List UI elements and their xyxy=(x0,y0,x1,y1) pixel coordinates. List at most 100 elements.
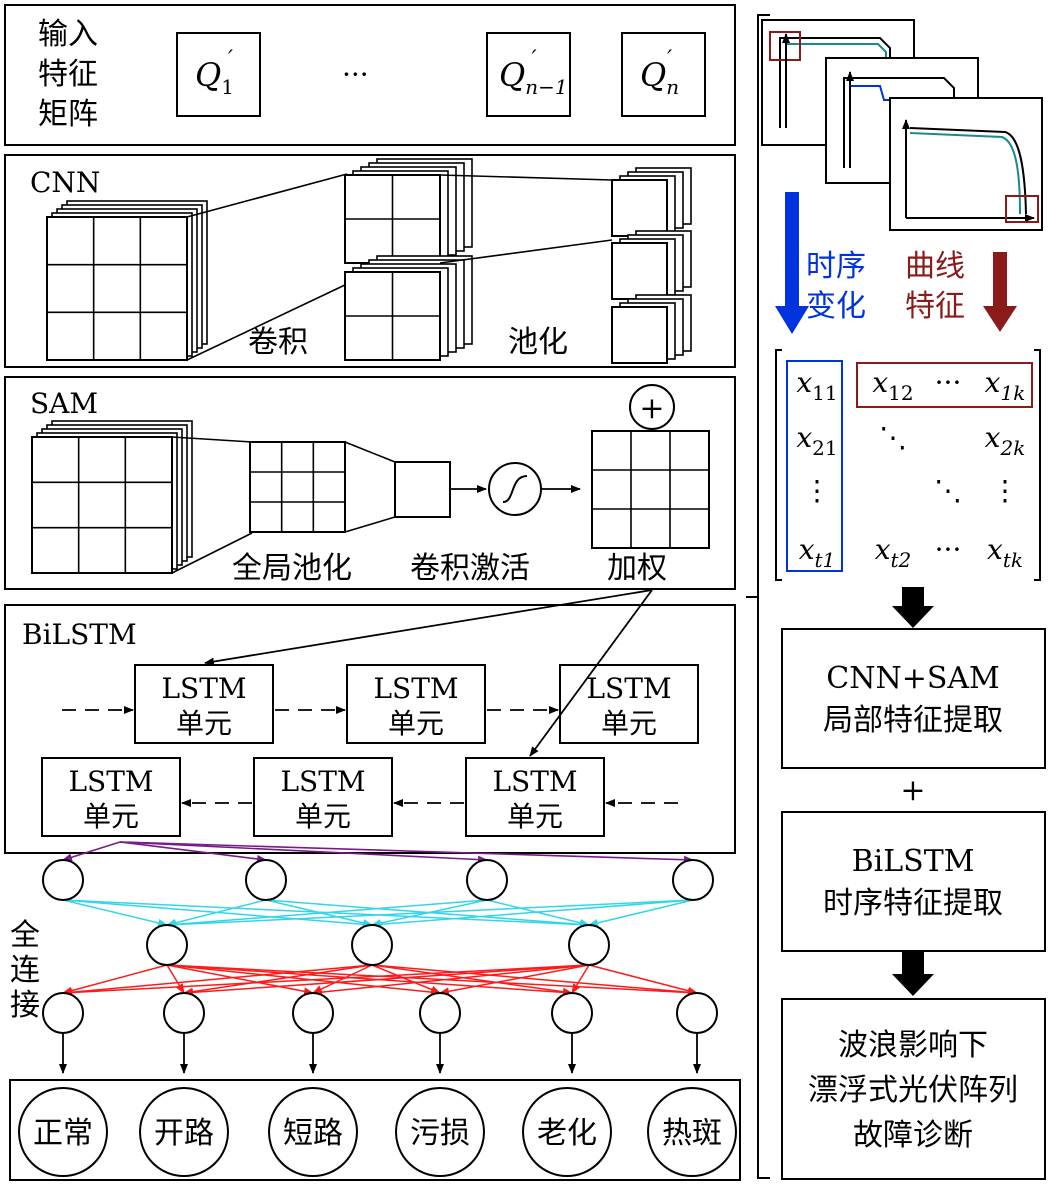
bilstm-title: BiLSTM xyxy=(22,618,137,651)
fc-node xyxy=(551,992,593,1034)
fc-layers: 全 连 接 xyxy=(10,841,718,1074)
fc-label-3: 接 xyxy=(10,988,40,1023)
fc-edges xyxy=(59,841,701,1074)
fc-label-1: 全 xyxy=(10,918,40,953)
lstm-cell-line1: LSTM xyxy=(280,765,365,798)
output-class: 正常 xyxy=(18,1087,108,1177)
box2-line1: BiLSTM xyxy=(852,844,975,879)
box1-line1: CNN+SAM xyxy=(826,661,1000,696)
matrix-cell: x11 xyxy=(796,366,837,405)
right-brace xyxy=(757,14,770,1179)
output-class: 短路 xyxy=(268,1087,358,1177)
fc-node xyxy=(419,992,461,1034)
input-label-line1: 输入 xyxy=(38,17,98,52)
matrix-qn-1: Qn−1′ xyxy=(499,47,568,99)
output-class: 开路 xyxy=(139,1087,229,1177)
matrix-cell: x12 xyxy=(872,366,913,405)
blue-label-2: 变化 xyxy=(806,289,866,324)
lstm-cell-line1: LSTM xyxy=(586,672,671,705)
box-bilstm xyxy=(781,811,1046,952)
plus-between-boxes: + xyxy=(900,773,925,808)
box2-line2: 时序特征提取 xyxy=(823,886,1003,921)
fc-node xyxy=(42,992,84,1034)
input-label-line3: 矩阵 xyxy=(38,97,98,132)
matrix-cell: ⋱ xyxy=(879,421,907,454)
matrix-cell: x2k xyxy=(985,421,1026,460)
output-class-label: 短路 xyxy=(283,1116,343,1151)
matrix-cell: xt2 xyxy=(875,533,912,572)
matrix-cell: ⋱ xyxy=(934,474,962,507)
box-diagnosis xyxy=(781,998,1046,1180)
lstm-cell-line1: LSTM xyxy=(68,765,153,798)
box3-line2: 漂浮式光伏阵列 xyxy=(808,1073,1018,1108)
lstm-cell-line1: LSTM xyxy=(161,672,246,705)
fc-node xyxy=(245,859,287,901)
lstm-cell-line1: LSTM xyxy=(373,672,458,705)
plus-circle-icon xyxy=(629,384,675,430)
matrix-ellipsis: ··· xyxy=(342,58,369,91)
sam-convact-label: 卷积激活 xyxy=(410,551,530,586)
output-panel: 正常 开路 短路 污损 老化 热斑 xyxy=(9,1079,741,1181)
sam-feature-maps xyxy=(31,420,710,574)
black-arrow-1 xyxy=(892,587,934,628)
output-class-label: 污损 xyxy=(410,1116,470,1151)
output-classes: 正常 开路 短路 污损 老化 热斑 xyxy=(18,1087,737,1177)
fc-label-2: 连 xyxy=(10,953,40,988)
fc-node xyxy=(292,992,334,1034)
fc-node xyxy=(466,859,508,901)
lstm-cell-line2: 单元 xyxy=(83,800,139,833)
matrix-cell: x21 xyxy=(796,421,837,460)
lstm-cell-line2: 单元 xyxy=(507,800,563,833)
fc-node xyxy=(676,992,718,1034)
fc-node xyxy=(672,859,714,901)
box3-line1: 波浪影响下 xyxy=(838,1028,988,1063)
matrix-cell: ··· xyxy=(935,366,962,399)
matrix-cell: xtk xyxy=(987,533,1023,572)
iv-curve-plots xyxy=(761,19,1043,231)
matrix-q1: Q1′ xyxy=(195,47,234,99)
output-class-label: 开路 xyxy=(154,1116,214,1151)
fc-node xyxy=(42,859,84,901)
input-panel: 输入 特征 矩阵 Q1′ ··· Qn−1′ Qn′ xyxy=(4,4,736,146)
red-label-1: 曲线 xyxy=(905,249,965,284)
cnn-panel: CNN 卷积 池化 xyxy=(4,154,736,368)
output-class-label: 正常 xyxy=(33,1116,93,1151)
output-class: 热斑 xyxy=(647,1087,737,1177)
matrix-cell: ⋮ xyxy=(991,474,1019,507)
box3-line3: 故障诊断 xyxy=(853,1118,973,1153)
output-class-label: 老化 xyxy=(537,1116,597,1151)
lstm-cell-line2: 单元 xyxy=(601,707,657,740)
cnn-title: CNN xyxy=(30,166,100,199)
red-label-2: 特征 xyxy=(905,289,965,324)
fc-node xyxy=(163,992,205,1034)
bilstm-panel: BiLSTM LSTM单元LSTM单元LSTM单元LSTM单元LSTM单元LST… xyxy=(4,589,736,854)
lstm-cell-line2: 单元 xyxy=(295,800,351,833)
box-cnn-sam xyxy=(781,628,1046,769)
output-class: 老化 xyxy=(522,1087,612,1177)
black-arrow-2 xyxy=(892,950,934,996)
matrix-cell: ⋮ xyxy=(803,474,831,507)
cnn-pool-label: 池化 xyxy=(508,325,568,360)
sam-weight-label: 加权 xyxy=(607,551,667,586)
blue-down-arrow xyxy=(775,192,809,334)
fc-nodes xyxy=(42,859,718,1034)
input-label-line2: 特征 xyxy=(38,57,98,92)
matrix-cell: xt1 xyxy=(799,533,836,572)
fc-node xyxy=(146,924,188,966)
red-down-arrow xyxy=(983,252,1017,332)
fc-node xyxy=(351,924,393,966)
matrix-cell: x1k xyxy=(985,366,1026,405)
box1-line2: 局部特征提取 xyxy=(823,703,1003,738)
sam-panel: SAM + 全局池化 卷积激活 加权 xyxy=(4,376,736,590)
